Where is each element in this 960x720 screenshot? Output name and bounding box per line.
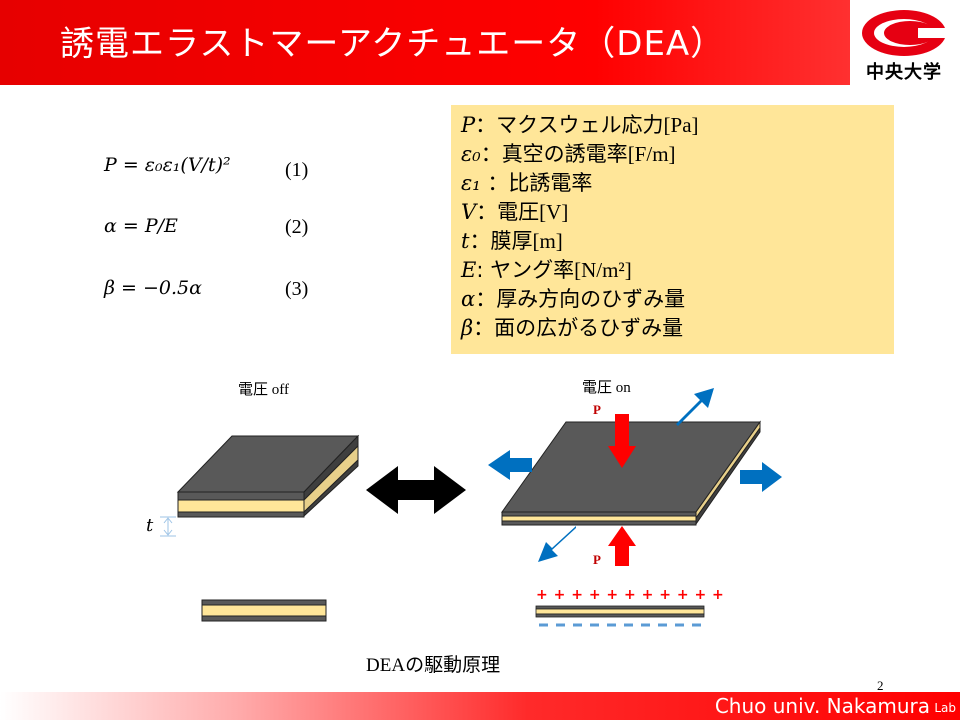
equation-3-text: β = −0.5α <box>104 277 202 299</box>
state-transition-arrow <box>366 466 466 514</box>
arrow-left-icon <box>488 450 532 480</box>
expansion-arrows <box>488 388 782 562</box>
arrow-up-right-icon <box>676 388 714 426</box>
legend-item: t：膜厚[m] <box>461 229 563 253</box>
lab-suffix: Lab <box>934 701 956 715</box>
pressure-arrow-up-icon <box>608 526 636 566</box>
figure-caption: DEAの駆動原理 <box>366 654 501 676</box>
page-title: 誘電エラストマーアクチュエータ（DEA） <box>60 24 726 64</box>
footer-bar: Chuo univ. Nakamura Lab <box>0 692 960 720</box>
legend-item: β：面の広がるひずみ量 <box>461 316 684 340</box>
legend-item: V：電圧[V] <box>461 200 569 224</box>
legend-item: ε₁ ：比誘電率 <box>461 171 593 195</box>
equation-2-number: (2) <box>285 216 309 238</box>
legend-item: ε₀：真空の誘電率[F/m] <box>461 142 676 166</box>
thickness-label: t <box>146 515 154 536</box>
pressure-arrows <box>608 414 636 566</box>
lab-name: Chuo univ. Nakamura <box>714 694 930 718</box>
arrow-down-left-icon <box>538 526 576 562</box>
on-side-view <box>535 605 705 618</box>
chuo-logo-icon <box>862 10 950 56</box>
legend-item: P：マクスウェル応力[Pa] <box>461 113 699 137</box>
voltage-on-label: 電圧 on <box>582 378 631 396</box>
pressure-arrow-down-icon <box>608 414 636 468</box>
title-bar: 誘電エラストマーアクチュエータ（DEA） <box>0 0 850 85</box>
equation-3: β = −0.5α <box>104 277 202 299</box>
equation-2: α = P/E <box>104 215 178 237</box>
variable-legend: P：マクスウェル応力[Pa] ε₀：真空の誘電率[F/m] ε₁ ：比誘電率 V… <box>451 105 894 354</box>
pressure-label-bottom: P <box>593 552 601 567</box>
dea-off-slab <box>176 434 360 518</box>
dea-on-slab <box>501 420 761 526</box>
equation-1-number: (1) <box>285 159 309 181</box>
page-number: 2 <box>877 678 884 693</box>
university-logo: 中央大学 <box>858 8 950 84</box>
off-side-view <box>201 599 327 622</box>
legend-item: α：厚み方向のひずみ量 <box>461 287 686 311</box>
equation-1: P = ε₀ε₁(V/t)² <box>104 154 231 176</box>
equation-2-text: α = P/E <box>104 215 178 237</box>
thickness-bracket <box>160 516 176 537</box>
equation-3-number: (3) <box>285 278 309 300</box>
positive-charges: + + + + + + + + + + + <box>536 587 725 603</box>
arrow-right-icon <box>740 462 782 492</box>
equation-1-text: P = ε₀ε₁(V/t)² <box>104 154 231 176</box>
pressure-label-top: P <box>593 402 601 417</box>
logo-text: 中央大学 <box>866 62 942 83</box>
voltage-off-label: 電圧 off <box>238 380 289 398</box>
legend-item: E: ヤング率[N/m²] <box>461 258 632 282</box>
